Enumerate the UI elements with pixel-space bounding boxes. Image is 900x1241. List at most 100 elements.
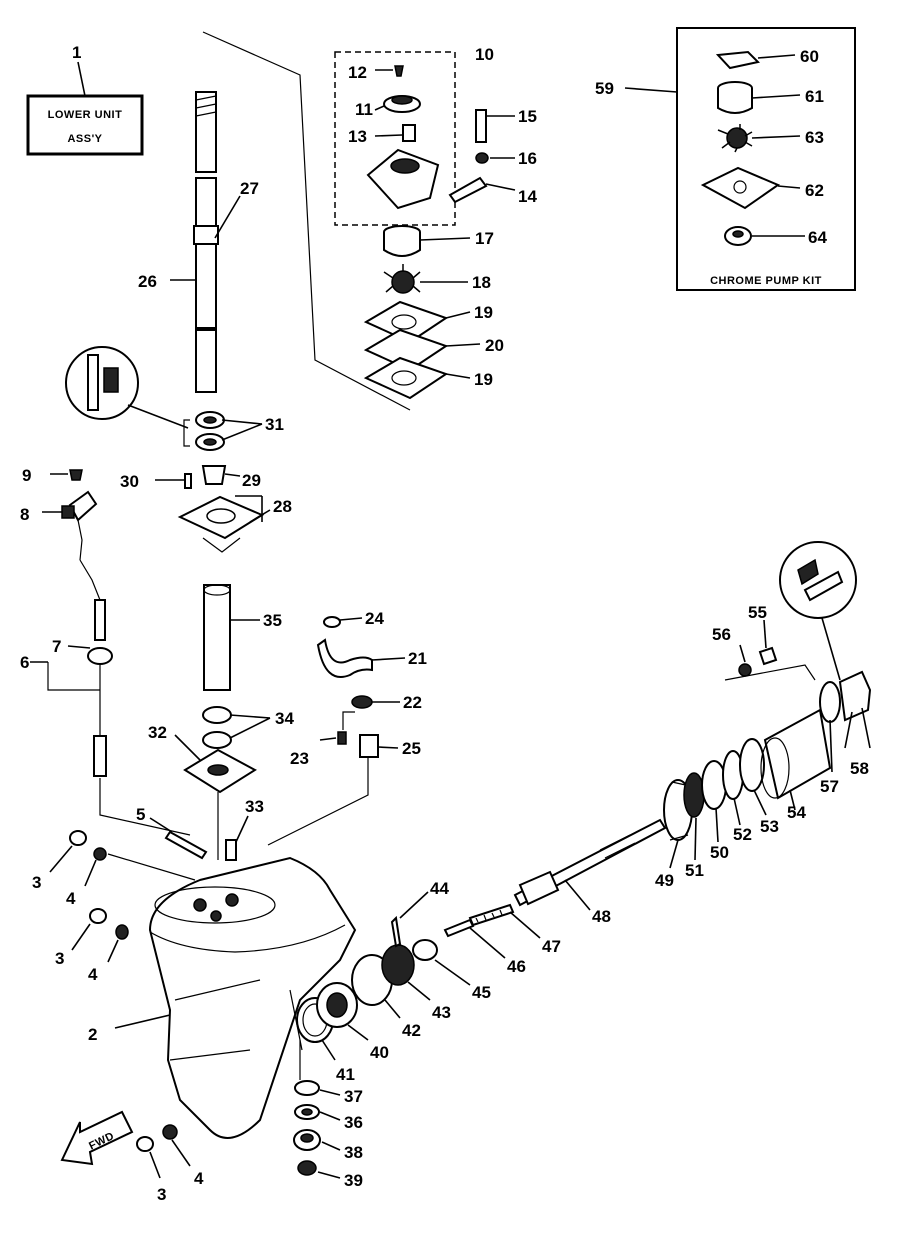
callout-3b: 3 <box>55 949 64 968</box>
callout-23: 23 <box>290 749 309 768</box>
lower-unit-casing <box>148 856 357 1139</box>
callout-3c: 3 <box>157 1185 166 1204</box>
nut-3c <box>136 1136 154 1152</box>
callout-37: 37 <box>344 1087 363 1106</box>
callout-60: 60 <box>800 47 819 66</box>
callout-47: 47 <box>542 937 561 956</box>
callout-44: 44 <box>430 879 449 898</box>
gasket-19b <box>363 356 449 400</box>
callout-5: 5 <box>136 805 145 824</box>
grommet-7 <box>87 647 113 665</box>
grommet-24 <box>323 616 341 628</box>
callout-22: 22 <box>403 693 422 712</box>
water-tube-35 <box>203 584 231 691</box>
callout-29: 29 <box>242 471 261 490</box>
callout-26: 26 <box>138 272 157 291</box>
callout-48: 48 <box>592 907 611 926</box>
clutch-43 <box>381 944 415 986</box>
callout-49: 49 <box>655 871 674 890</box>
oring-53 <box>739 738 765 792</box>
callout-61: 61 <box>805 87 824 106</box>
shift-rod-lower <box>93 735 107 777</box>
callout-31: 31 <box>265 415 284 434</box>
callout-50: 50 <box>710 843 729 862</box>
shim-51 <box>683 772 705 818</box>
screw-9 <box>69 469 83 481</box>
kit-plate-60 <box>715 50 761 70</box>
pin-46 <box>443 918 475 938</box>
bolt-55 <box>758 646 778 666</box>
callout-4c: 4 <box>194 1169 204 1188</box>
callout-19b: 19 <box>474 370 493 389</box>
forward-direction-arrow: FWD <box>60 1110 134 1166</box>
callout-2: 2 <box>88 1025 97 1044</box>
callout-24: 24 <box>365 609 384 628</box>
key-detail-inset <box>779 541 857 681</box>
water-pipe-21 <box>316 638 373 678</box>
callout-21: 21 <box>408 649 427 668</box>
washer-4c <box>162 1124 178 1140</box>
callout-13: 13 <box>348 127 367 146</box>
callout-3a: 3 <box>32 873 41 892</box>
retainer-58 <box>838 670 872 722</box>
bushing-29 <box>201 465 227 485</box>
callout-15: 15 <box>518 107 537 126</box>
callout-64: 64 <box>808 228 827 247</box>
callout-18: 18 <box>472 273 491 292</box>
callout-17: 17 <box>475 229 494 248</box>
pin-44 <box>390 915 402 948</box>
callout-8: 8 <box>20 505 29 524</box>
callout-55: 55 <box>748 603 767 622</box>
callout-35: 35 <box>263 611 282 630</box>
callout-38: 38 <box>344 1143 363 1162</box>
seal-13 <box>402 124 416 142</box>
callout-6: 6 <box>20 653 29 672</box>
lower-unit-assy-box: LOWER UNIT ASS'Y <box>26 61 144 156</box>
kit-housing-61 <box>717 88 753 114</box>
screw-12 <box>394 65 404 77</box>
callout-19a: 19 <box>474 303 493 322</box>
callout-40: 40 <box>370 1043 389 1062</box>
callout-25: 25 <box>402 739 421 758</box>
callout-36: 36 <box>344 1113 363 1132</box>
callout-52: 52 <box>733 825 752 844</box>
callout-32: 32 <box>148 723 167 742</box>
impeller-18 <box>383 264 421 294</box>
callout-14: 14 <box>518 187 537 206</box>
callout-1: 1 <box>72 43 81 62</box>
collar-25 <box>359 734 379 758</box>
callout-4a: 4 <box>66 889 76 908</box>
pump-housing-group-outline <box>334 51 456 226</box>
callout-42: 42 <box>402 1021 421 1040</box>
callout-10: 10 <box>475 45 494 64</box>
callout-53: 53 <box>760 817 779 836</box>
washer-4a <box>93 847 107 861</box>
chrome-pump-kit-label: CHROME PUMP KIT <box>710 275 822 287</box>
kit-impeller-63 <box>717 124 753 153</box>
callout-56: 56 <box>712 625 731 644</box>
lower-unit-label: LOWER UNIT <box>48 109 123 121</box>
callout-28: 28 <box>273 497 292 516</box>
callout-4b: 4 <box>88 965 98 984</box>
pin-detail-inset <box>65 346 189 429</box>
callout-16: 16 <box>518 149 537 168</box>
callout-59: 59 <box>595 79 614 98</box>
ring-45 <box>412 939 438 961</box>
callout-7: 7 <box>52 637 61 656</box>
nut-3b <box>89 908 107 924</box>
spacer-57 <box>819 681 841 723</box>
callout-45: 45 <box>472 983 491 1002</box>
callout-62: 62 <box>805 181 824 200</box>
seal-34b <box>202 731 232 749</box>
drive-shaft-boundary <box>202 31 411 411</box>
shift-rod <box>94 599 106 641</box>
callout-9: 9 <box>22 466 31 485</box>
callout-43: 43 <box>432 1003 451 1022</box>
callout-34: 34 <box>275 709 294 728</box>
chrome-pump-kit-box: CHROME PUMP KIT <box>624 27 856 291</box>
nut-3a <box>69 830 87 846</box>
callout-41: 41 <box>336 1065 355 1084</box>
callout-58: 58 <box>850 759 869 778</box>
pin-23 <box>337 731 347 745</box>
